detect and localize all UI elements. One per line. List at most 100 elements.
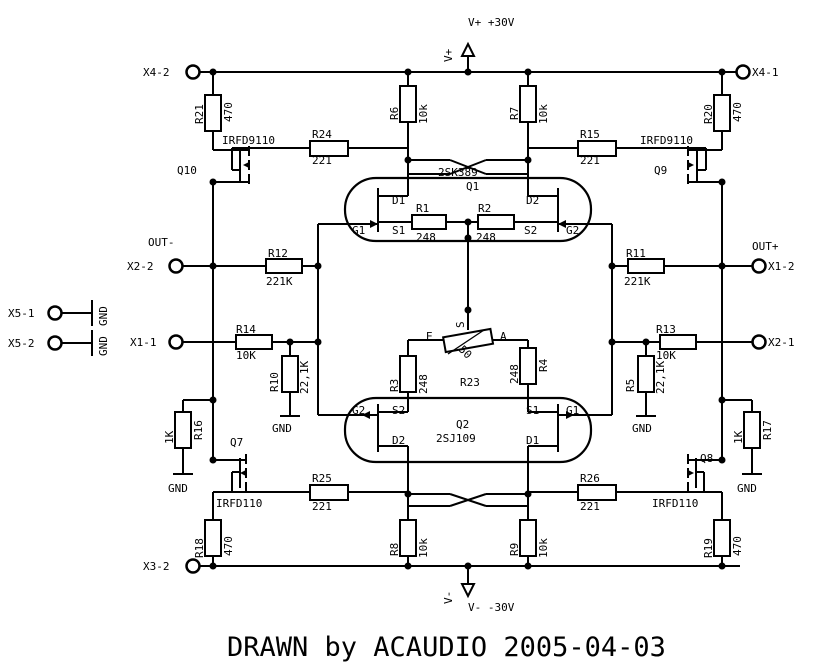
resistor-r7 (519, 85, 537, 123)
value-r11: 221K (624, 275, 651, 288)
label-q1-s1: S1 (392, 224, 405, 237)
label-r2: R2 (478, 202, 491, 215)
pin-x2-1 (751, 334, 767, 350)
pin-x1-2 (751, 258, 767, 274)
label-r14: R14 (236, 323, 256, 336)
mosfet-q8 (687, 454, 722, 493)
label-q9-part: IRFD9110 (640, 134, 693, 147)
resistor-r26 (577, 484, 617, 501)
labels: V+ +30V V+ V- -30V V- X4-2 X4-1 OUT- X2-… (8, 16, 795, 663)
label-r7: R7 (508, 107, 521, 120)
value-r20: 470 (731, 102, 744, 122)
label-r17: R17 (761, 420, 774, 440)
label-x1-2: X1-2 (768, 260, 795, 273)
resistor-r3 (399, 355, 417, 393)
gnd-label-r16: GND (168, 482, 188, 495)
label-r5: R5 (624, 379, 637, 392)
value-r15: 221 (580, 154, 600, 167)
label-x4-2: X4-2 (143, 66, 170, 79)
value-r12: 221K (266, 275, 293, 288)
label-r20: R20 (702, 104, 715, 124)
label-r16: R16 (192, 420, 205, 440)
label-q1-d1: D1 (392, 194, 405, 207)
label-vminus: V- -30V (468, 601, 515, 614)
label-pot-s: S (454, 321, 467, 328)
value-r17: 1K (732, 430, 745, 444)
dual-jfet-q2 (343, 396, 593, 464)
resistor-r15 (577, 140, 617, 157)
label-r12: R12 (268, 247, 288, 260)
pin-x4-1 (735, 64, 751, 80)
label-q1-d2: D2 (526, 194, 539, 207)
negative-rail (193, 565, 740, 599)
value-r26: 221 (580, 500, 600, 513)
value-r2: 248 (476, 231, 496, 244)
value-r16: 1K (163, 430, 176, 444)
resistor-r6 (399, 85, 417, 123)
resistor-r19 (713, 519, 731, 557)
resistor-r2 (477, 214, 515, 230)
resistor-r18 (204, 519, 222, 557)
resistor-r9 (519, 519, 537, 557)
value-r3: 248 (417, 374, 430, 394)
mosfet-q10 (213, 146, 250, 184)
value-r19: 470 (731, 536, 744, 556)
value-r7: 10k (537, 104, 550, 124)
pin-x5-1 (47, 305, 63, 321)
label-q10-part: IRFD9110 (222, 134, 275, 147)
label-vplus: V+ +30V (468, 16, 515, 29)
label-q1-part: 2SK389 (438, 166, 478, 179)
label-r3: R3 (388, 379, 401, 392)
gnd-label-r10: GND (272, 422, 292, 435)
label-r9: R9 (508, 543, 521, 556)
resistor-r5 (637, 355, 655, 393)
label-q10: Q10 (177, 164, 197, 177)
mosfet-q9 (687, 146, 722, 184)
value-r5: 22,1K (654, 361, 667, 394)
value-r1: 248 (416, 231, 436, 244)
label-q8-part: IRFD110 (652, 497, 698, 510)
label-q1-s2: S2 (524, 224, 537, 237)
label-r19: R19 (702, 538, 715, 558)
label-r15: R15 (580, 128, 600, 141)
label-pot-e: E (426, 330, 433, 343)
connector-pins (47, 64, 767, 574)
label-r25: R25 (312, 472, 332, 485)
label-q2-d2: D2 (392, 434, 405, 447)
ground-symbols (173, 415, 762, 475)
label-r24: R24 (312, 128, 332, 141)
junction-dots (209, 68, 726, 570)
label-r6: R6 (388, 107, 401, 120)
label-pot-a: A (500, 330, 507, 343)
resistor-bodies (174, 85, 761, 557)
pin-x4-2 (185, 64, 201, 80)
pin-x5-2 (47, 335, 63, 351)
resistor-r10 (281, 355, 299, 393)
label-r8: R8 (388, 543, 401, 556)
resistor-r16 (174, 411, 192, 449)
label-q2-d1: D1 (526, 434, 539, 447)
resistor-r25 (309, 484, 349, 501)
label-x4-1: X4-1 (752, 66, 779, 79)
value-r21: 470 (222, 102, 235, 122)
value-r9: 10k (537, 538, 550, 558)
label-x3-2: X3-2 (143, 560, 170, 573)
label-out-plus: OUT+ (752, 240, 779, 253)
resistor-r24 (309, 140, 349, 157)
value-r25: 221 (312, 500, 332, 513)
label-q2-s1: S1 (526, 404, 539, 417)
wiring (60, 72, 754, 566)
value-r18: 470 (222, 536, 235, 556)
label-r10: R10 (268, 372, 281, 392)
label-out-minus: OUT- (148, 236, 175, 249)
value-r13: 10K (656, 349, 676, 362)
positive-rail (193, 41, 740, 73)
label-q2-g2: G2 (352, 404, 365, 417)
resistor-r1 (411, 214, 447, 230)
label-r18: R18 (193, 538, 206, 558)
label-x2-1: X2-1 (768, 336, 795, 349)
label-q8: Q8 (700, 452, 713, 465)
label-q7-part: IRFD110 (216, 497, 262, 510)
label-vminus-sym: V- (442, 591, 455, 604)
